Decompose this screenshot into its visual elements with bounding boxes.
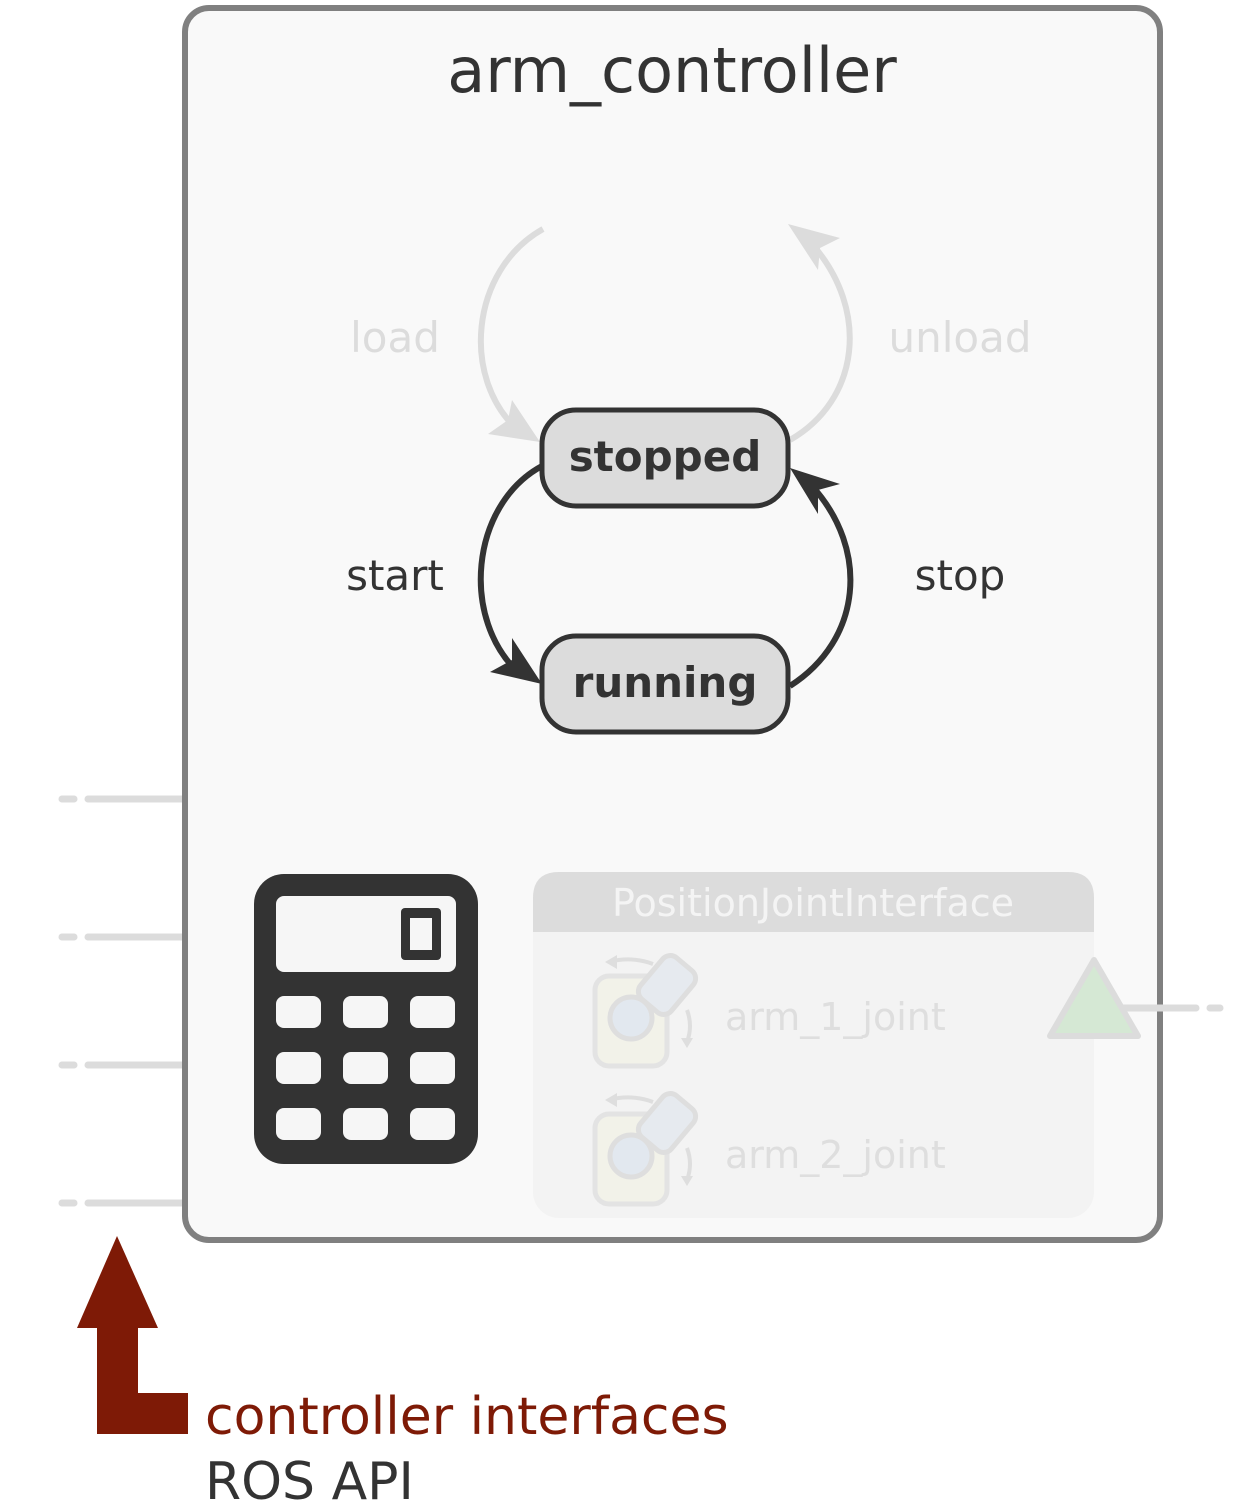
stop-arrowhead — [790, 468, 840, 514]
ros-api-connectors — [58, 795, 190, 1207]
start-arrowhead — [490, 638, 542, 684]
load-arrowhead — [488, 400, 540, 442]
corner-arrow-icon — [77, 1236, 188, 1434]
interface-title: PositionJointInterface — [612, 881, 1014, 925]
legend-ros-api: ROS API — [205, 1452, 414, 1508]
load-transition — [477, 226, 545, 442]
unload-arrowhead — [788, 224, 840, 270]
revolute-joint-icon — [592, 1091, 699, 1207]
unload-transition — [788, 224, 853, 443]
state-stopped-label: stopped — [569, 432, 762, 481]
joint-row: arm_1_joint — [592, 953, 946, 1069]
output-port — [1047, 957, 1224, 1039]
state-stopped: stopped — [539, 407, 791, 509]
stop-label: stop — [915, 551, 1006, 600]
state-running-label: running — [573, 658, 758, 707]
triangle-port-icon — [1047, 957, 1141, 1039]
controller-title: arm_controller — [447, 34, 897, 107]
start-transition — [477, 463, 544, 684]
stop-transition — [788, 468, 854, 689]
state-running: running — [539, 633, 791, 735]
joint-label: arm_2_joint — [725, 1133, 946, 1177]
load-label: load — [350, 313, 440, 362]
revolute-joint-icon — [592, 953, 699, 1069]
start-label: start — [346, 551, 444, 600]
unload-label: unload — [888, 313, 1031, 362]
joint-label: arm_1_joint — [725, 995, 946, 1039]
legend-controller-interfaces: controller interfaces — [205, 1387, 729, 1447]
calculator-icon — [254, 874, 478, 1164]
joint-row: arm_2_joint — [592, 1091, 946, 1207]
